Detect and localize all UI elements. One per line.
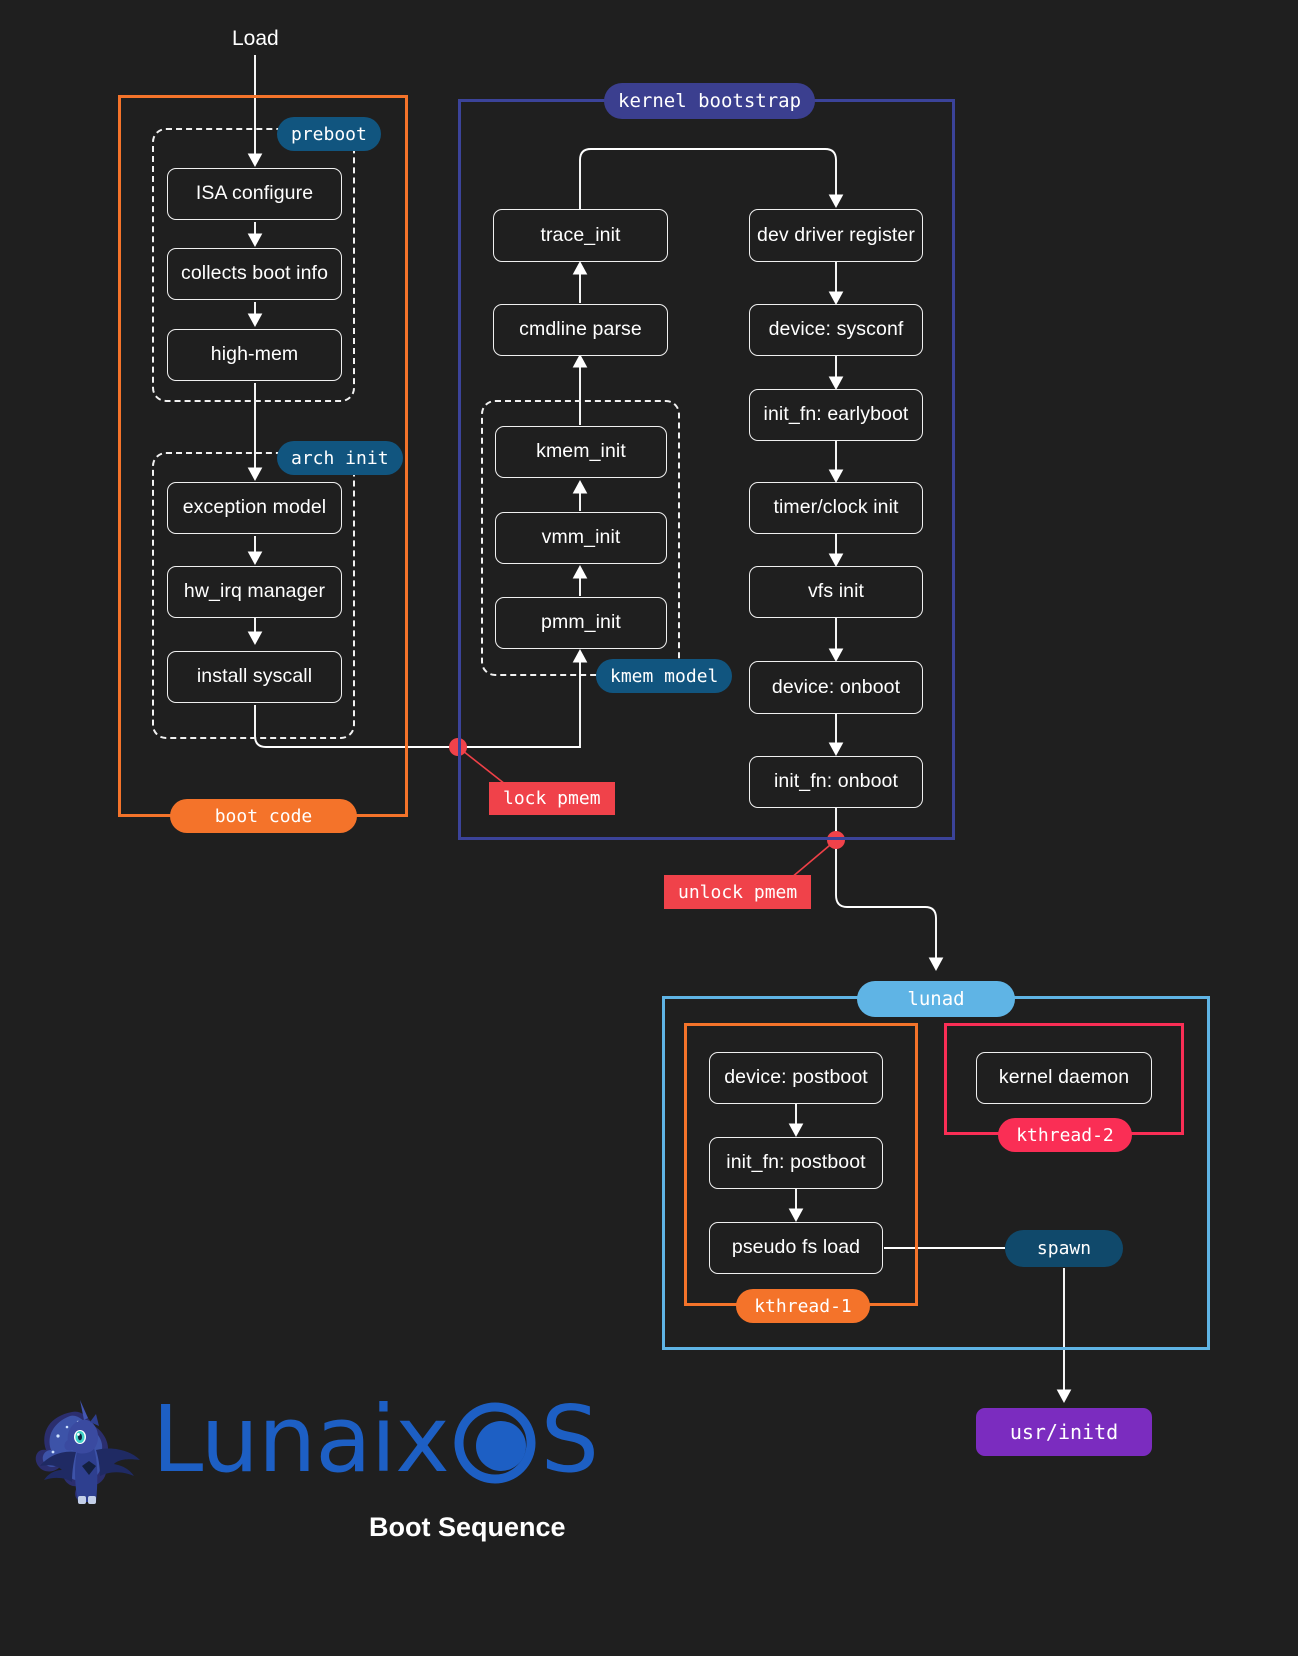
luna-mascot-icon	[35, 1400, 140, 1504]
node-pmm-init[interactable]: pmm_init	[495, 597, 667, 649]
cluster-badge-lunad: lunad	[857, 981, 1015, 1017]
terminal-spawn[interactable]: spawn	[1005, 1230, 1123, 1267]
node-device-sysconf[interactable]: device: sysconf	[749, 304, 923, 356]
node-collects-boot-info[interactable]: collects boot info	[167, 248, 342, 300]
node-kernel-daemon[interactable]: kernel daemon	[976, 1052, 1152, 1104]
node-vfs-init[interactable]: vfs init	[749, 566, 923, 618]
cluster-badge-kthread-2: kthread-2	[998, 1118, 1132, 1152]
cluster-badge-preboot: preboot	[277, 117, 381, 151]
node-init-fn-earlyboot[interactable]: init_fn: earlyboot	[749, 389, 923, 441]
node-kmem-init[interactable]: kmem_init	[495, 426, 667, 478]
node-vmm-init[interactable]: vmm_init	[495, 512, 667, 564]
cluster-badge-kthread-1: kthread-1	[736, 1289, 870, 1323]
node-high-mem[interactable]: high-mem	[167, 329, 342, 381]
brand-text-s: S	[540, 1386, 599, 1493]
entry-label: Load	[232, 27, 279, 50]
cluster-arch-init	[152, 452, 355, 739]
marker-label-lock-pmem: lock pmem	[489, 782, 615, 815]
node-install-syscall[interactable]: install syscall	[167, 651, 342, 703]
brand-text-lunaix: Lunaix	[152, 1386, 450, 1493]
node-cmdline-parse[interactable]: cmdline parse	[493, 304, 668, 356]
cluster-badge-kmem-model: kmem model	[596, 659, 733, 693]
node-isa-configure[interactable]: ISA configure	[167, 168, 342, 220]
node-trace-init[interactable]: trace_init	[493, 209, 668, 262]
node-exception-model[interactable]: exception model	[167, 482, 342, 534]
cluster-preboot	[152, 128, 355, 402]
terminal-usr-initd[interactable]: usr/initd	[976, 1408, 1152, 1456]
node-hw-irq-manager[interactable]: hw_irq manager	[167, 566, 342, 618]
marker-label-unlock-pmem: unlock pmem	[664, 875, 812, 909]
page-title: Boot Sequence	[369, 1512, 566, 1542]
node-init-fn-postboot[interactable]: init_fn: postboot	[709, 1137, 883, 1189]
node-timer-clock-init[interactable]: timer/clock init	[749, 482, 923, 534]
cluster-kmem-model	[481, 400, 680, 676]
node-device-onboot[interactable]: device: onboot	[749, 661, 923, 714]
cluster-badge-kernel-bootstrap: kernel bootstrap	[604, 83, 816, 119]
node-device-postboot[interactable]: device: postboot	[709, 1052, 883, 1104]
node-init-fn-onboot[interactable]: init_fn: onboot	[749, 756, 923, 808]
cluster-badge-arch-init: arch init	[277, 441, 403, 475]
moon-o-icon	[454, 1402, 536, 1484]
node-pseudo-fs-load[interactable]: pseudo fs load	[709, 1222, 883, 1274]
cluster-badge-boot-code: boot code	[170, 799, 357, 833]
node-dev-driver-register[interactable]: dev driver register	[749, 209, 923, 262]
